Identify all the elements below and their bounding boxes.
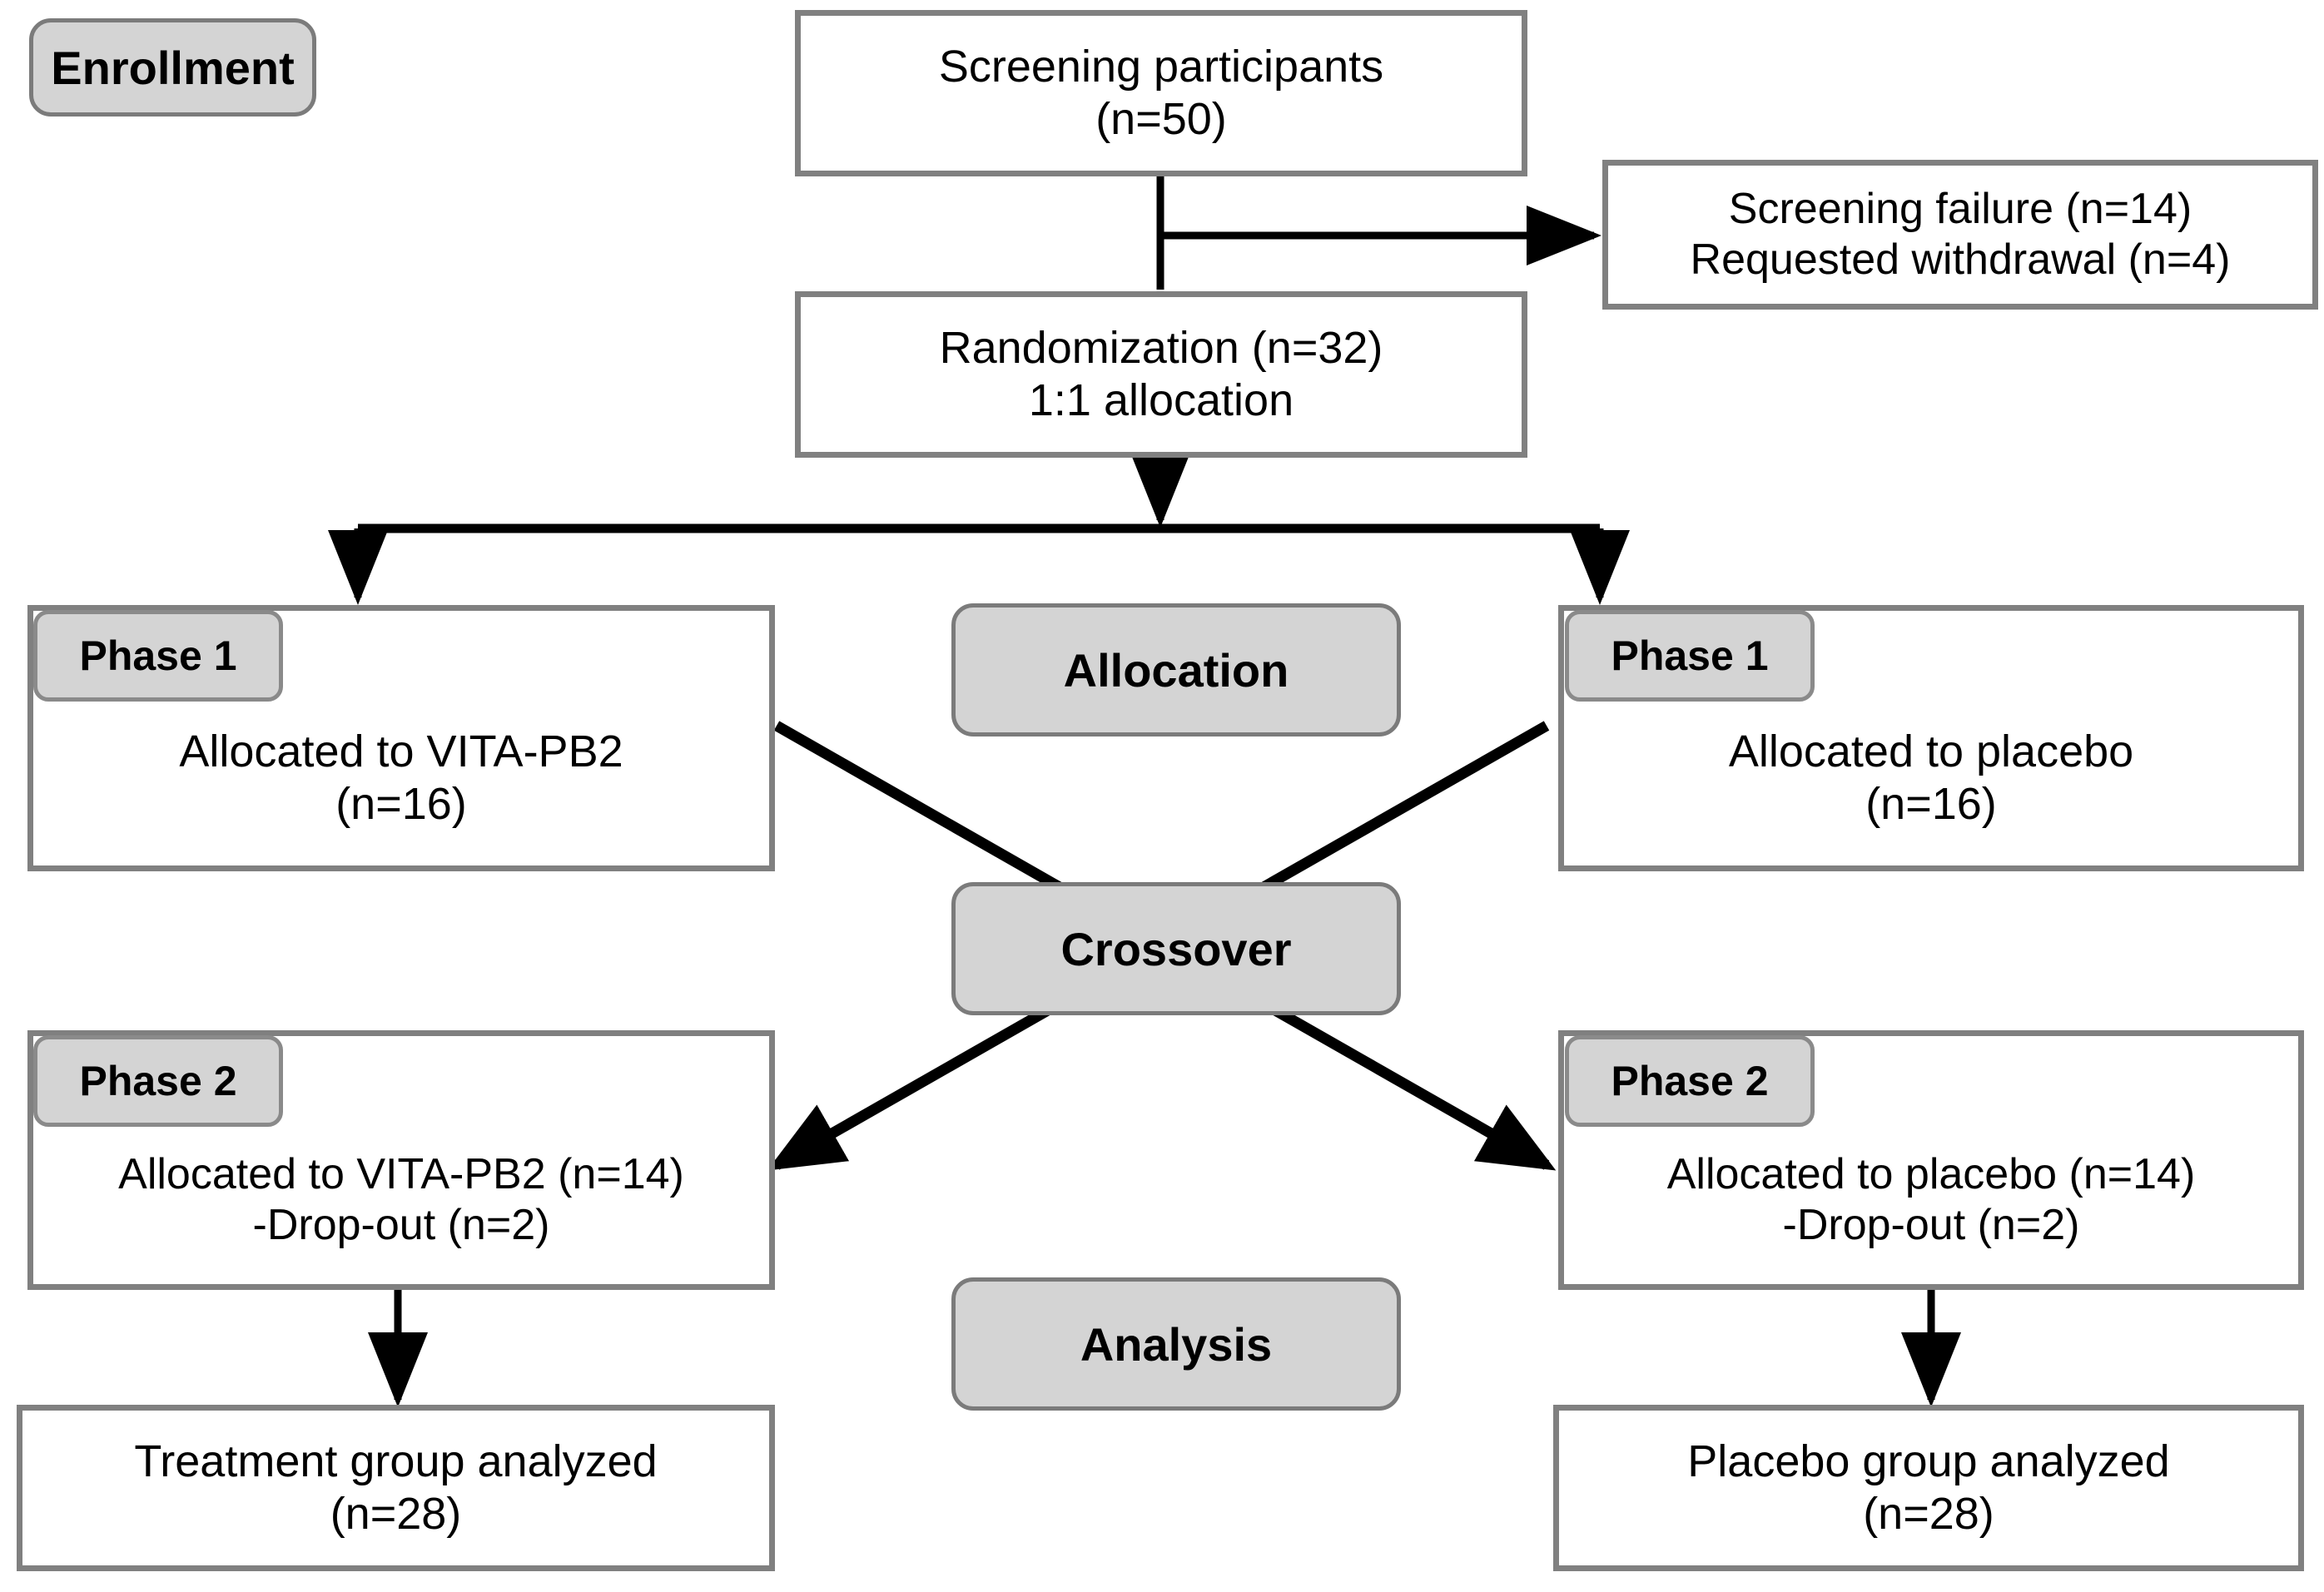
phase-tag-left-phase1: Phase 1 bbox=[33, 610, 283, 702]
node-excluded: Screening failure (n=14) Requested withd… bbox=[1602, 160, 2318, 310]
stage-badge-crossover-label: Crossover bbox=[1060, 922, 1292, 975]
stage-badge-enrollment: Enrollment bbox=[29, 18, 316, 117]
node-phase1-placebo-line2: (n=16) bbox=[1865, 779, 1997, 829]
phase-tag-right-phase2: Phase 2 bbox=[1565, 1035, 1815, 1127]
stage-badge-analysis: Analysis bbox=[951, 1277, 1401, 1411]
node-phase2-placebo-line1: Allocated to placebo (n=14) bbox=[1666, 1150, 2196, 1199]
node-analysis-treatment-line1: Treatment group analyzed bbox=[134, 1436, 658, 1486]
node-excluded-line1: Screening failure (n=14) bbox=[1728, 185, 2192, 234]
node-randomization-line1: Randomization (n=32) bbox=[939, 322, 1383, 373]
phase-tag-right-phase1: Phase 1 bbox=[1565, 610, 1815, 702]
phase-tag-left-phase2-label: Phase 2 bbox=[79, 1058, 237, 1104]
stage-badge-crossover: Crossover bbox=[951, 882, 1401, 1015]
node-screening-line2: (n=50) bbox=[1095, 94, 1227, 144]
stage-badge-allocation-label: Allocation bbox=[1063, 643, 1289, 697]
node-analysis-treatment: Treatment group analyzed (n=28) bbox=[17, 1405, 775, 1571]
phase-tag-right-phase2-label: Phase 2 bbox=[1611, 1058, 1769, 1104]
stage-badge-analysis-label: Analysis bbox=[1080, 1317, 1273, 1371]
node-screening-participants: Screening participants (n=50) bbox=[795, 10, 1527, 176]
node-analysis-placebo-line1: Placebo group analyzed bbox=[1687, 1436, 2170, 1486]
node-phase1-treatment-line1: Allocated to VITA-PB2 bbox=[179, 726, 623, 776]
node-excluded-line2: Requested withdrawal (n=4) bbox=[1690, 236, 2231, 284]
node-randomization: Randomization (n=32) 1:1 allocation bbox=[795, 291, 1527, 458]
phase-tag-right-phase1-label: Phase 1 bbox=[1611, 632, 1769, 679]
node-randomization-line2: 1:1 allocation bbox=[1028, 375, 1294, 425]
node-phase1-treatment-line2: (n=16) bbox=[335, 779, 467, 829]
node-phase1-placebo-line1: Allocated to placebo bbox=[1728, 726, 2134, 776]
node-phase2-treatment-line1: Allocated to VITA-PB2 (n=14) bbox=[118, 1150, 684, 1199]
stage-badge-allocation: Allocation bbox=[951, 603, 1401, 736]
phase-tag-left-phase2: Phase 2 bbox=[33, 1035, 283, 1127]
node-phase2-treatment-line2: -Drop-out (n=2) bbox=[252, 1201, 550, 1249]
node-analysis-placebo-line2: (n=28) bbox=[1863, 1489, 1994, 1539]
node-screening-line1: Screening participants bbox=[938, 41, 1384, 92]
node-analysis-treatment-line2: (n=28) bbox=[330, 1489, 462, 1539]
node-phase2-placebo-line2: -Drop-out (n=2) bbox=[1782, 1201, 2080, 1249]
node-analysis-placebo: Placebo group analyzed (n=28) bbox=[1553, 1405, 2304, 1571]
phase-tag-left-phase1-label: Phase 1 bbox=[79, 632, 237, 679]
stage-badge-enrollment-label: Enrollment bbox=[51, 41, 295, 94]
